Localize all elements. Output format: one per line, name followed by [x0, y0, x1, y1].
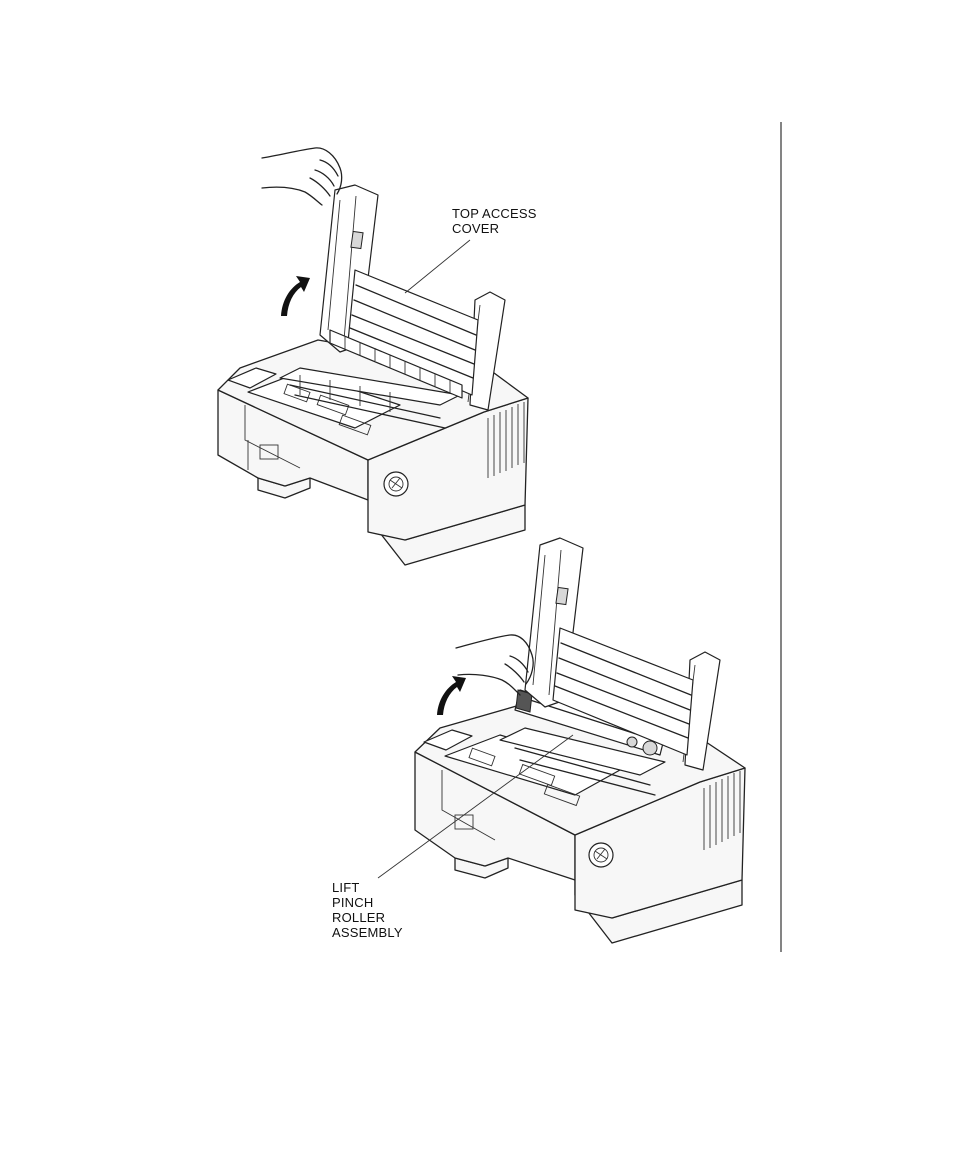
hand-icon	[262, 148, 342, 205]
label-line: ASSEMBLY	[332, 925, 403, 940]
label-line: PINCH	[332, 895, 403, 910]
label-line: COVER	[452, 221, 537, 236]
printer-figure-bottom	[378, 538, 745, 943]
hand-icon-bottom	[456, 635, 533, 695]
label-line: ROLLER	[332, 910, 403, 925]
label-top-access-cover: TOP ACCESS COVER	[452, 206, 537, 236]
label-line: LIFT	[332, 880, 403, 895]
label-lift-pinch-roller-assembly: LIFT PINCH ROLLER ASSEMBLY	[332, 880, 403, 940]
curved-arrow-icon	[281, 276, 310, 316]
knob-bottom	[589, 843, 613, 867]
curved-arrow-icon-bottom	[437, 676, 466, 715]
label-line: TOP ACCESS	[452, 206, 537, 221]
leader-top-access-cover	[405, 240, 470, 293]
knob	[384, 472, 408, 496]
